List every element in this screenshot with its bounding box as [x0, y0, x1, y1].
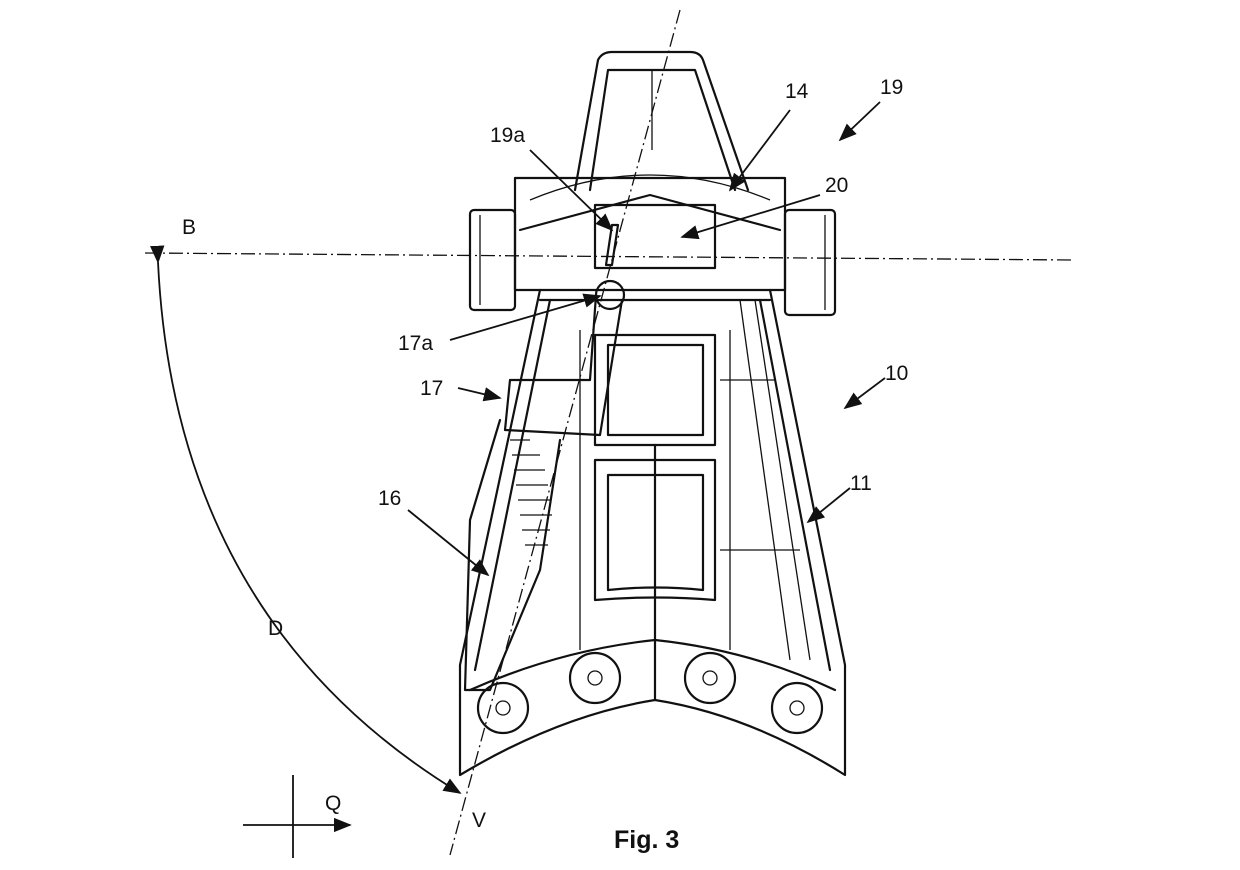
label-19a: 19a	[490, 124, 525, 147]
arc-d	[150, 245, 462, 794]
label-b: B	[182, 216, 196, 239]
lever	[463, 223, 626, 692]
label-11: 11	[850, 472, 872, 495]
label-14: 14	[785, 80, 809, 103]
label-v: V	[472, 809, 486, 832]
label-10: 10	[885, 362, 908, 385]
label-17: 17	[420, 377, 443, 400]
direction-cross	[243, 775, 352, 858]
label-20: 20	[825, 174, 848, 197]
label-16: 16	[378, 487, 401, 510]
axis-b	[144, 252, 1076, 261]
label-17a: 17a	[398, 332, 433, 355]
figure-caption: Fig. 3	[614, 826, 679, 854]
device-body	[458, 50, 847, 777]
label-19: 19	[880, 76, 903, 99]
leader-lines	[407, 101, 886, 577]
label-d: D	[268, 617, 283, 640]
label-q: Q	[325, 792, 341, 815]
